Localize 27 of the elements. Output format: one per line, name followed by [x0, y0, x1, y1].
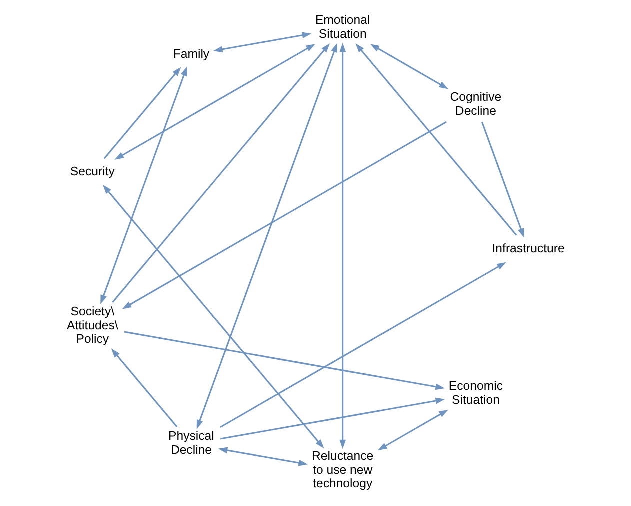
- arrow: [122, 121, 446, 310]
- node-text: Emotional Situation: [314, 13, 370, 42]
- arrow: [213, 32, 312, 53]
- arrow: [124, 331, 444, 390]
- arrow: [370, 44, 448, 90]
- arrow: [355, 43, 517, 236]
- arrow: [110, 348, 178, 428]
- arrow: [220, 398, 445, 440]
- node-text: Security: [70, 164, 114, 179]
- arrow: [114, 44, 315, 160]
- arrow: [339, 42, 346, 450]
- node-text: Infrastructure: [492, 241, 564, 256]
- arrow: [103, 67, 181, 160]
- arrow: [480, 122, 524, 238]
- arrow: [102, 184, 324, 449]
- arrow: [112, 43, 330, 303]
- arrow: [377, 410, 448, 451]
- node-text: Physical Decline: [168, 429, 214, 457]
- arrow: [218, 447, 308, 466]
- arrow: [196, 43, 337, 430]
- arrow: [220, 262, 506, 428]
- node-text: Family: [172, 46, 210, 61]
- node-text: Cognitive Decline: [450, 90, 502, 118]
- node-text: Reluctance to use new technology: [312, 448, 374, 491]
- node-text: Economic Situation: [448, 378, 502, 407]
- arrow: [100, 66, 187, 304]
- node-text: Society\ Attitudes\ Policy: [66, 304, 118, 346]
